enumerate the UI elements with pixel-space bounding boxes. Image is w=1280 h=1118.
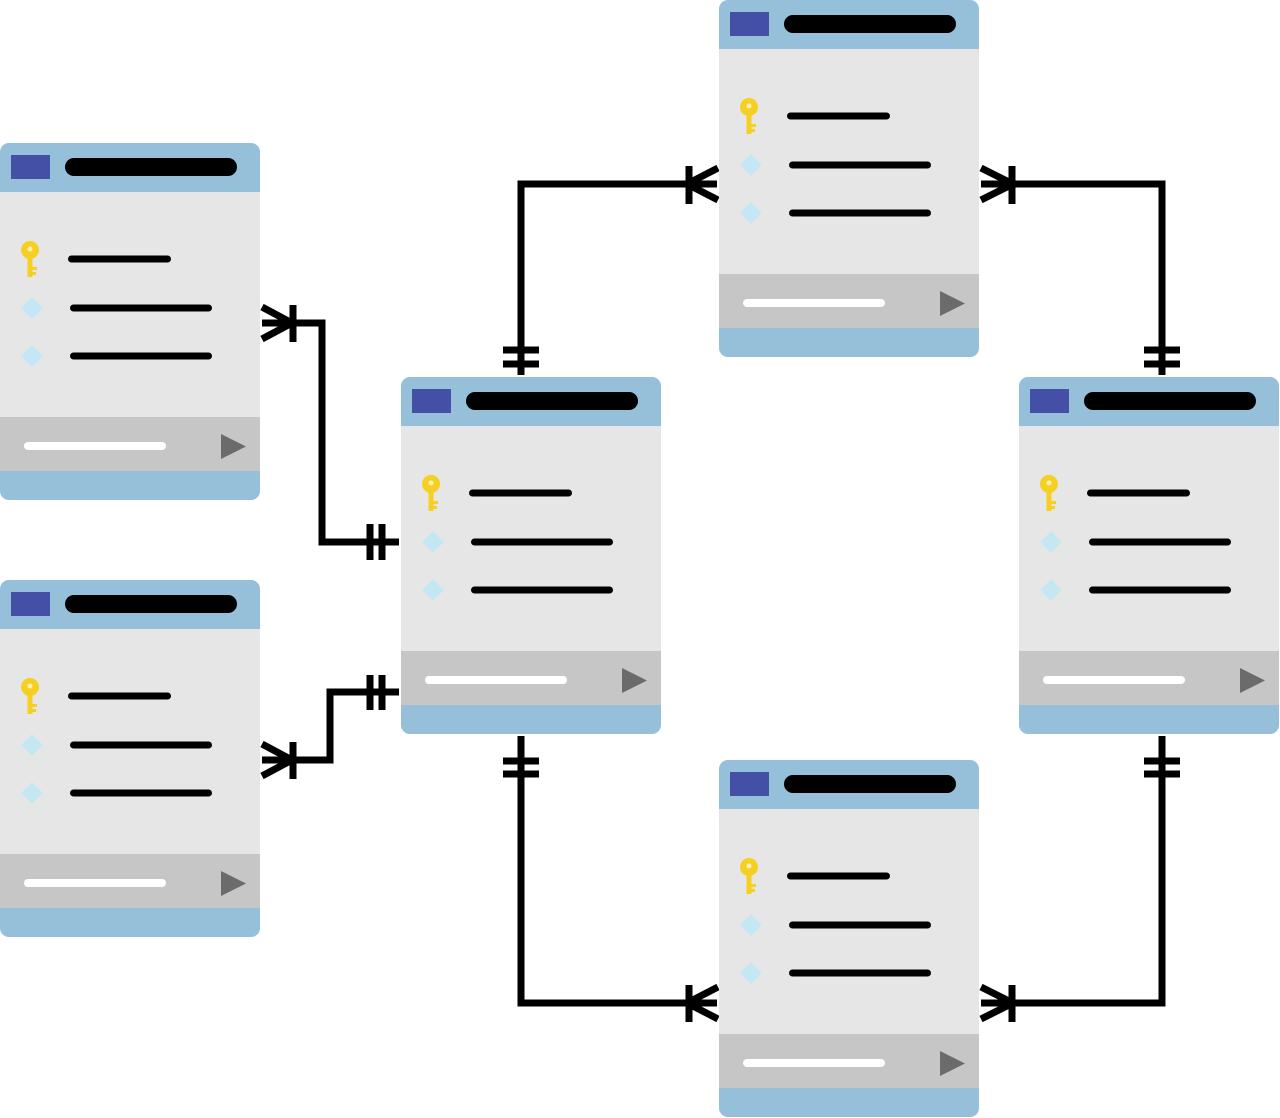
field-row [21,734,212,756]
field-name-bar [471,538,613,546]
crows-foot-marker [679,164,720,204]
diamond-icon [1040,579,1062,601]
field-row [1040,475,1190,511]
field-name-bar [1087,489,1190,497]
table-card [719,0,979,357]
diamond-icon [1040,531,1062,553]
field-row [21,678,171,714]
crows-foot-marker [679,983,720,1023]
header-badge [11,155,50,179]
relationship-line-center-bottom [517,736,717,1007]
field-row [422,531,613,553]
key-icon [740,858,758,894]
table-card [0,143,260,500]
field-name-bar [70,789,212,797]
table-card [719,760,979,1117]
field-name-bar [789,969,931,977]
table-card [401,377,661,734]
relationship-line-center-leftbottom [262,688,399,764]
field-name-bar [787,112,890,120]
footer-line [743,1059,885,1067]
diamond-icon [21,345,43,367]
field-row [21,241,171,277]
field-row [1040,579,1231,601]
header-badge [11,592,50,616]
field-name-bar [70,741,212,749]
play-icon [1240,668,1265,693]
play-icon [940,291,965,316]
diamond-icon [21,782,43,804]
crows-foot-marker [979,983,1021,1023]
play-icon [221,871,246,896]
field-name-bar [789,921,931,929]
title-bar [466,392,638,410]
key-icon [21,241,39,277]
diamond-icon [422,531,444,553]
key-icon [1040,475,1058,511]
field-row [422,475,572,511]
key-icon [21,678,39,714]
diamond-icon [21,297,43,319]
key-icon [422,475,440,511]
field-name-bar [1089,538,1231,546]
field-row [740,914,931,936]
play-icon [622,668,647,693]
diamond-icon [21,734,43,756]
field-row [740,98,890,134]
play-icon [940,1051,965,1076]
field-name-bar [787,872,890,880]
field-row [740,962,931,984]
header-badge [730,12,769,36]
field-row [422,579,613,601]
field-row [1040,531,1231,553]
field-name-bar [68,692,171,700]
diamond-icon [740,962,762,984]
footer-line [24,442,166,450]
header-badge [1030,389,1069,413]
crows-foot-marker [260,303,300,343]
relationship-line-right-bottom [981,736,1166,1007]
diamond-icon [740,154,762,176]
footer-line [425,676,567,684]
field-name-bar [471,586,613,594]
field-row [21,297,212,319]
footer-line [743,299,885,307]
field-row [21,345,212,367]
title-bar [65,158,237,176]
connectors [260,164,1180,1023]
diamond-icon [740,914,762,936]
title-bar [65,595,237,613]
crows-foot-marker [979,164,1021,204]
header-badge [412,389,451,413]
field-name-bar [68,255,171,263]
key-icon [740,98,758,134]
field-name-bar [789,161,931,169]
title-bar [784,775,956,793]
crows-foot-marker [260,740,300,780]
relationship-line-right-top [981,180,1166,375]
title-bar [784,15,956,33]
play-icon [221,434,246,459]
title-bar [1084,392,1256,410]
footer-line [24,879,166,887]
table-card [1019,377,1279,734]
field-name-bar [469,489,572,497]
field-row [740,202,931,224]
field-row [740,858,890,894]
header-badge [730,772,769,796]
table-card [0,580,260,937]
field-name-bar [70,352,212,360]
field-row [21,782,212,804]
diamond-icon [422,579,444,601]
relationship-line-center-lefttop [262,319,399,546]
diamond-icon [740,202,762,224]
field-row [740,154,931,176]
footer-line [1043,676,1185,684]
field-name-bar [1089,586,1231,594]
relationship-line-center-top [517,180,717,375]
field-name-bar [789,209,931,217]
field-name-bar [70,304,212,312]
